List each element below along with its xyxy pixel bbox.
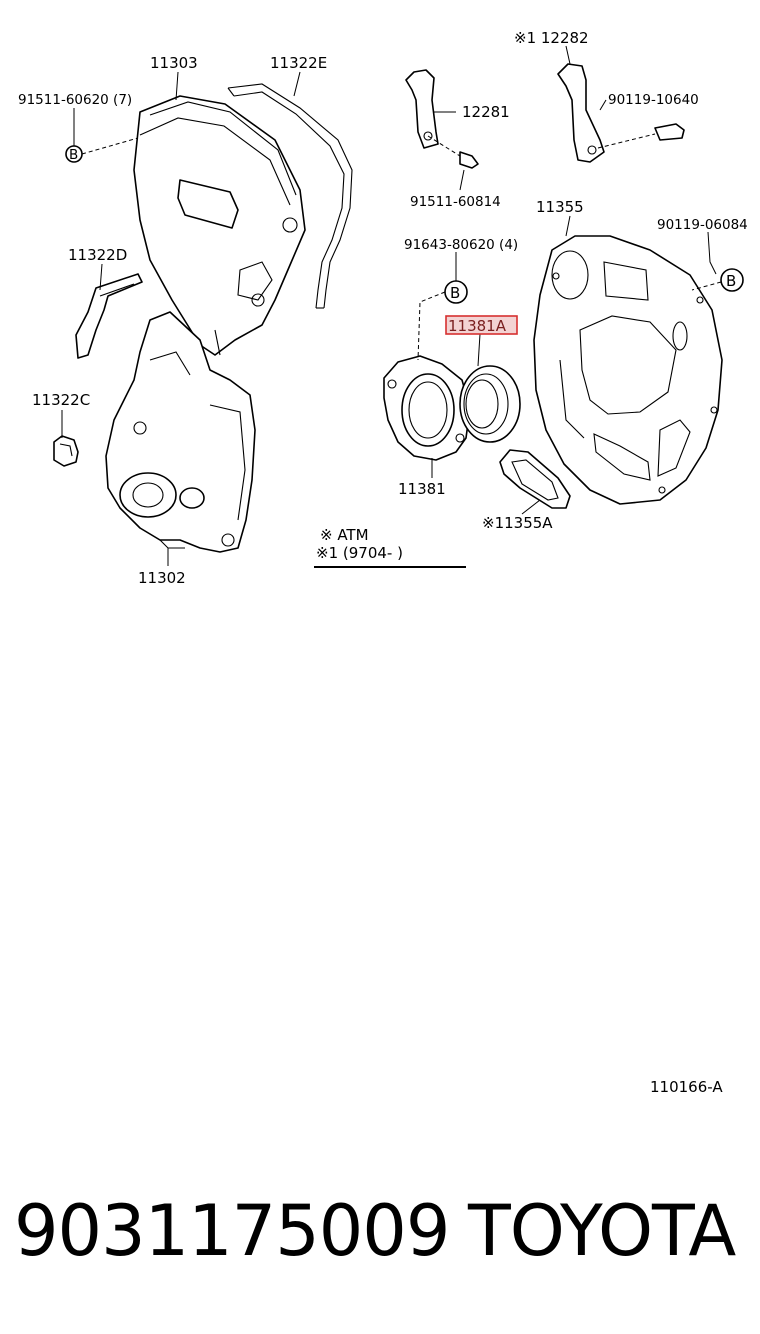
- label-90119-06084: 90119-06084: [657, 217, 748, 233]
- label-11381: 11381: [398, 480, 446, 498]
- label-90119-10640: 90119-10640: [608, 92, 699, 108]
- bolt-91511-60814[interactable]: [427, 135, 479, 169]
- gasket-11322E[interactable]: [227, 83, 353, 309]
- seal-retainer-11381[interactable]: [383, 355, 471, 461]
- label-11355A: ※11355A: [482, 514, 553, 532]
- label-11355: 11355: [536, 198, 584, 216]
- gasket-11355A[interactable]: [499, 449, 571, 509]
- svg-text:B: B: [450, 284, 460, 302]
- label-11302: 11302: [138, 569, 186, 587]
- footer: 9031175009 TOYOTA: [0, 1190, 760, 1280]
- plug-11322C[interactable]: [53, 435, 79, 467]
- diagram-code: 110166-A: [650, 1078, 723, 1096]
- bolt-90119-10640[interactable]: [597, 123, 685, 149]
- label-11322E: 11322E: [270, 54, 327, 72]
- bracket-12281[interactable]: [405, 69, 439, 149]
- label-11322D: 11322D: [68, 246, 127, 264]
- label-91643-80620: 91643-80620 (4): [404, 237, 518, 253]
- parts-diagram: B: [18, 29, 748, 1096]
- oil-seal-11381A[interactable]: [459, 365, 521, 443]
- brand-name: TOYOTA: [468, 1190, 736, 1272]
- svg-text:B: B: [726, 272, 736, 290]
- highlighted-part-11381A[interactable]: 11381A: [445, 315, 518, 335]
- back-plate-11355[interactable]: [533, 235, 723, 505]
- ref-marker-b-right: B: [691, 231, 744, 292]
- seal-11322D[interactable]: [75, 273, 143, 359]
- label-91511-60814: 91511-60814: [410, 194, 501, 210]
- label-91511-60620: 91511-60620 (7): [18, 92, 132, 108]
- note-line-1: ※ ATM: [320, 526, 369, 544]
- bolt-91511-60620[interactable]: B: [65, 137, 139, 163]
- label-11322C: 11322C: [32, 391, 90, 409]
- legend-note: ※ ATM ※1 (9704- ): [314, 526, 466, 568]
- bracket-12282[interactable]: [557, 63, 605, 163]
- label-12281: 12281: [462, 103, 510, 121]
- upper-timing-cover-11303[interactable]: [133, 95, 306, 356]
- ref-marker-b: B: [69, 147, 78, 163]
- ref-marker-b-center: B: [417, 252, 468, 361]
- label-11381A: 11381A: [448, 317, 507, 335]
- label-11303: 11303: [150, 54, 198, 72]
- label-12282: ※1 12282: [514, 29, 589, 47]
- lower-timing-cover-11302[interactable]: [105, 311, 256, 553]
- part-number: 9031175009: [14, 1190, 450, 1272]
- note-line-2: ※1 (9704- ): [316, 544, 403, 562]
